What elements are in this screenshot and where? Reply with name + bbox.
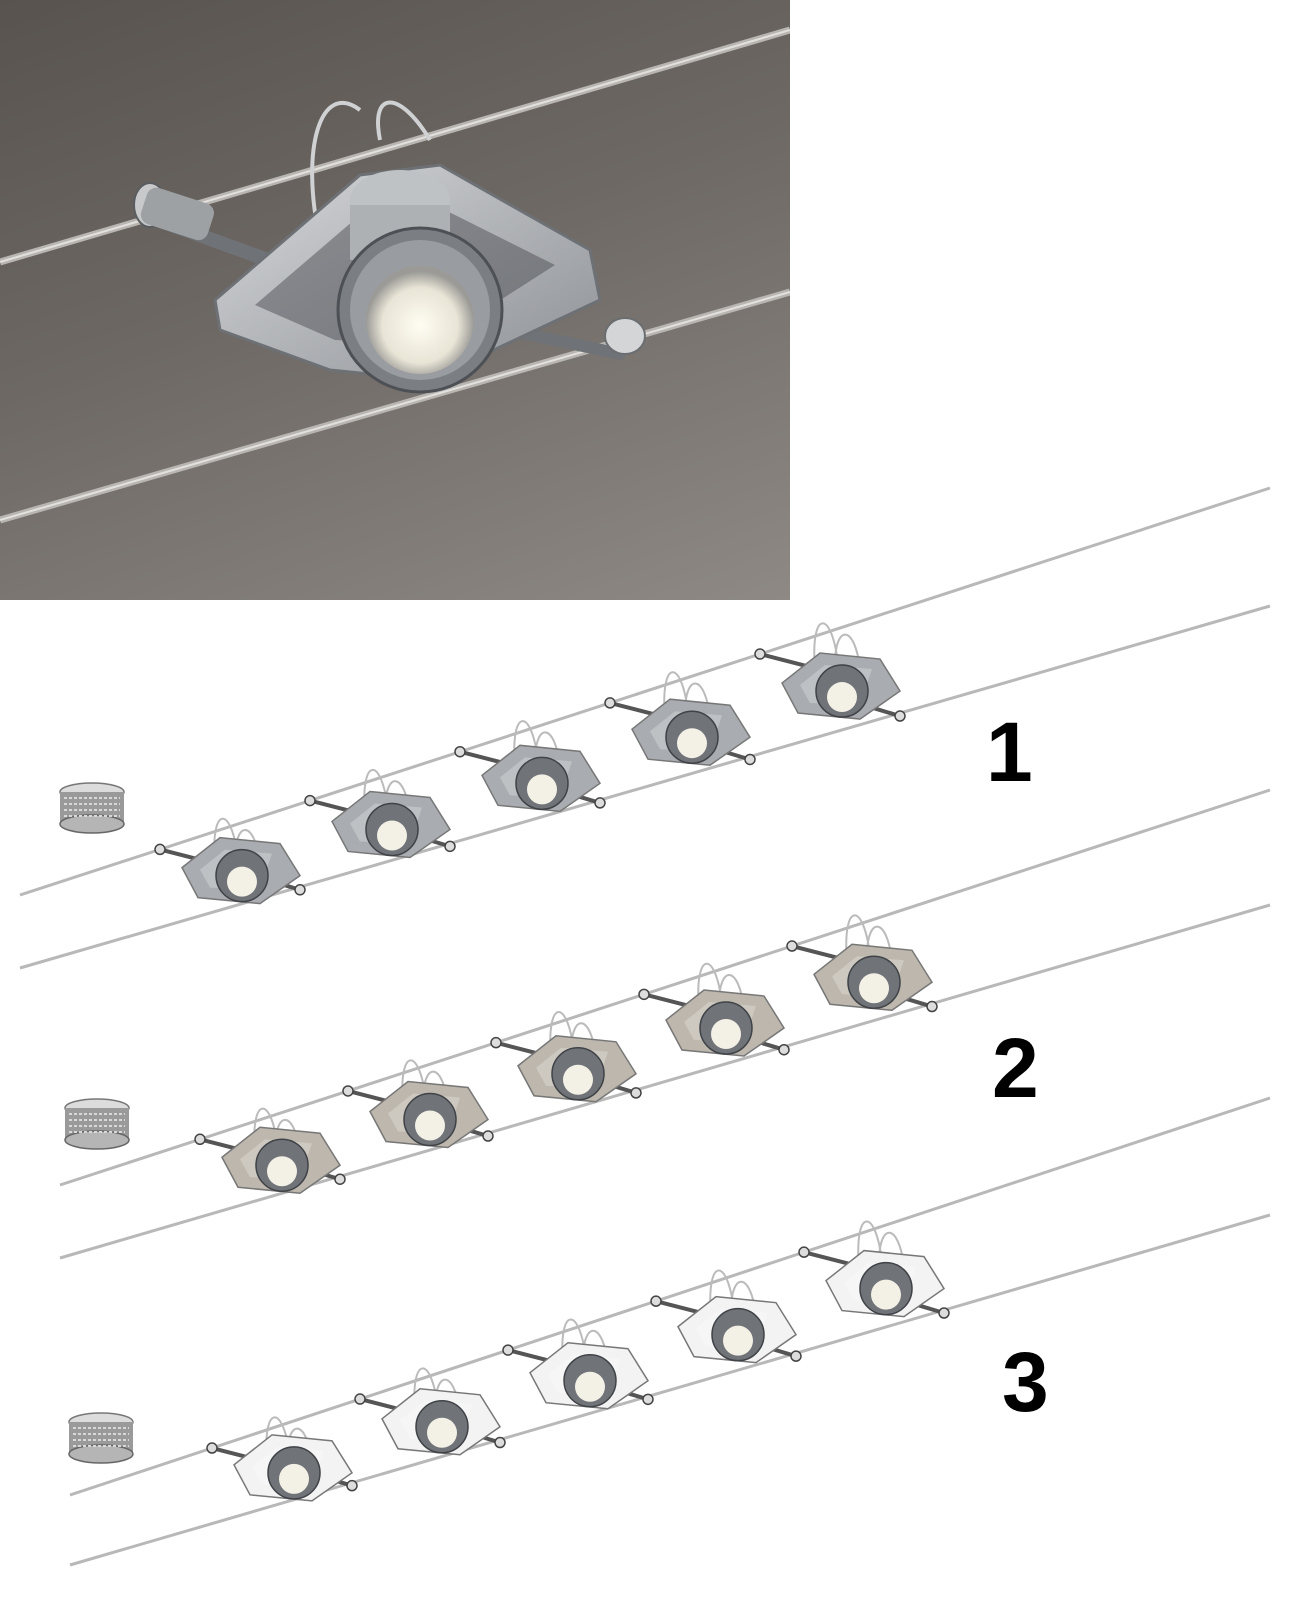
cable-spot-icon: [454, 720, 606, 813]
lower-cable: [59, 903, 1271, 1260]
transformer-cover-icon: [59, 782, 125, 834]
variant-label-1: 1: [986, 705, 1033, 799]
cable-spot-icon: [798, 1220, 950, 1319]
cable-spot-icon: [304, 768, 456, 859]
hero-spot-illustration: [0, 26, 790, 524]
cable-spot-icon: [604, 671, 756, 766]
cable-spot-icon: [154, 817, 306, 905]
upper-cable: [19, 486, 1271, 897]
variant-label-2: 2: [992, 1021, 1039, 1115]
cable-spot-icon: [638, 962, 790, 1057]
lower-cable: [19, 604, 1271, 970]
transformer-cover-icon: [68, 1412, 134, 1464]
upper-cable: [59, 788, 1271, 1187]
upper-cable: [69, 1096, 1271, 1497]
variant-label-3: 3: [1002, 1335, 1049, 1429]
cable-spot-icon: [786, 914, 938, 1013]
transformer-cover-icon: [64, 1098, 130, 1150]
cable-spot-icon: [650, 1269, 802, 1364]
cable-spot-icon: [490, 1011, 642, 1103]
lower-cable: [69, 1213, 1271, 1567]
cable-spot-icon: [502, 1318, 654, 1410]
led-lens: [366, 266, 474, 374]
hero-photo: [0, 0, 790, 600]
cable-spot-icon: [206, 1416, 358, 1502]
variant-rows-illustration: [19, 486, 1271, 1567]
cable-spot-icon: [754, 622, 906, 722]
cable-spot-icon: [342, 1059, 494, 1149]
cable-spot-icon: [194, 1107, 346, 1195]
cable-spot-icon: [354, 1367, 506, 1456]
